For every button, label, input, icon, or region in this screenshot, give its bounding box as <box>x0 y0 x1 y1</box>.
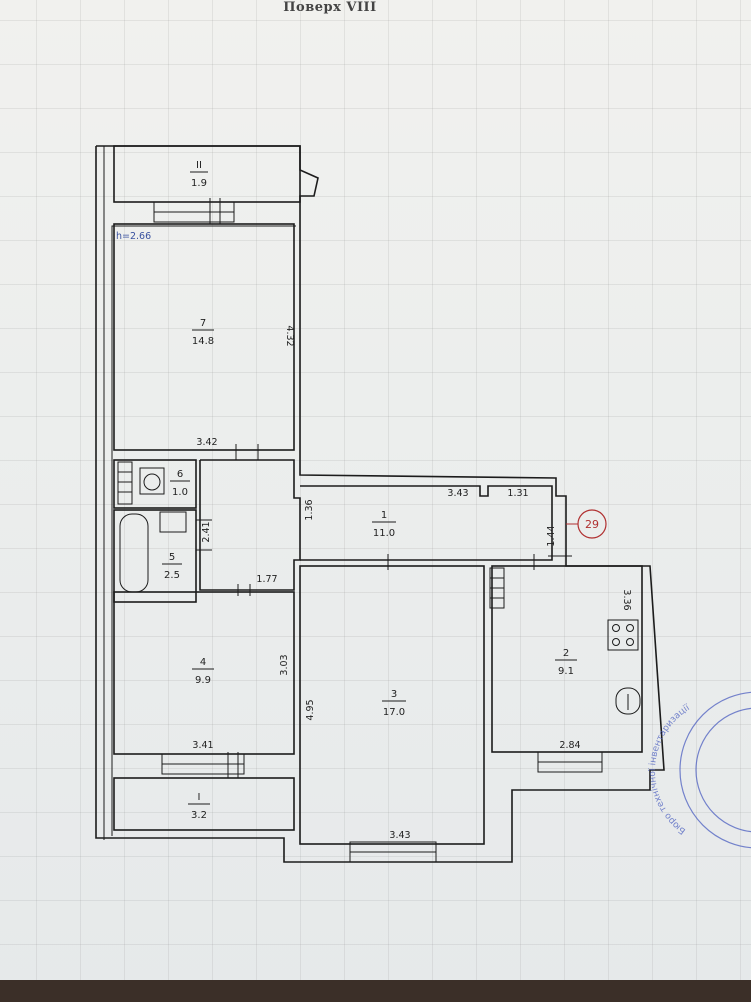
room-id-2: 2 <box>563 648 569 659</box>
room-area-3: 17.0 <box>383 707 405 718</box>
ceiling-height: h=2.66 <box>116 231 151 242</box>
dim-corridor-width: 1.77 <box>256 574 277 585</box>
room-labels: II 1.9 7 14.8 6 1.0 5 2.5 1 11.0 4 9.9 3… <box>162 160 577 821</box>
room-2-kitchen <box>489 565 643 773</box>
apartment-number: 29 <box>585 518 599 531</box>
balcony-II <box>113 145 301 224</box>
room-id-I: I <box>198 792 201 803</box>
room-id-4: 4 <box>200 657 206 668</box>
dim-hall-right: 1.44 <box>546 525 557 546</box>
floor-title: Поверх VIII <box>283 0 377 15</box>
dim-kitchen-height: 3.36 <box>621 589 632 610</box>
room-6-wc <box>113 459 197 509</box>
dim-room7-height: 4.32 <box>284 325 295 346</box>
dim-hall-width-b: 1.31 <box>507 488 528 499</box>
dim-room4-height: 3.03 <box>279 654 290 675</box>
dim-room3-width: 3.43 <box>389 830 410 841</box>
room-5-bath <box>113 509 212 603</box>
room-id-5: 5 <box>169 552 175 563</box>
room-id-1: 1 <box>381 510 387 521</box>
dim-hall-width-a: 3.43 <box>447 488 468 499</box>
dim-bath-height: 2.41 <box>201 521 212 542</box>
room-area-4: 9.9 <box>195 675 211 686</box>
dim-room3-height: 4.95 <box>305 699 316 720</box>
desk-edge <box>0 980 751 1002</box>
room-area-II: 1.9 <box>191 178 207 189</box>
room-4 <box>113 591 295 778</box>
dimension-labels: h=2.66 4.32 3.42 1.36 3.43 1.31 1.44 2.4… <box>116 231 632 841</box>
balcony-I <box>113 777 295 831</box>
room-id-7: 7 <box>200 318 206 329</box>
room-area-6: 1.0 <box>172 487 188 498</box>
room-area-5: 2.5 <box>164 570 180 581</box>
room-7 <box>113 223 295 460</box>
room-id-3: 3 <box>391 689 397 700</box>
corridor <box>199 459 301 596</box>
room-3 <box>299 565 485 863</box>
room-id-6: 6 <box>177 469 183 480</box>
dim-room7-width: 3.42 <box>196 437 217 448</box>
apartment-marker: 29 <box>566 509 607 539</box>
room-area-7: 14.8 <box>192 336 214 347</box>
room-id-II: II <box>196 160 202 171</box>
dim-hall-height: 1.36 <box>304 499 315 520</box>
room-area-2: 9.1 <box>558 666 574 677</box>
dim-kitchen-width: 2.84 <box>559 740 580 751</box>
room-area-1: 11.0 <box>373 528 395 539</box>
room-area-I: 3.2 <box>191 810 207 821</box>
dim-room4-width: 3.41 <box>192 740 213 751</box>
room-1-hall <box>300 485 572 570</box>
stamp-text: Бюро технічної інвентаризації <box>648 703 692 836</box>
